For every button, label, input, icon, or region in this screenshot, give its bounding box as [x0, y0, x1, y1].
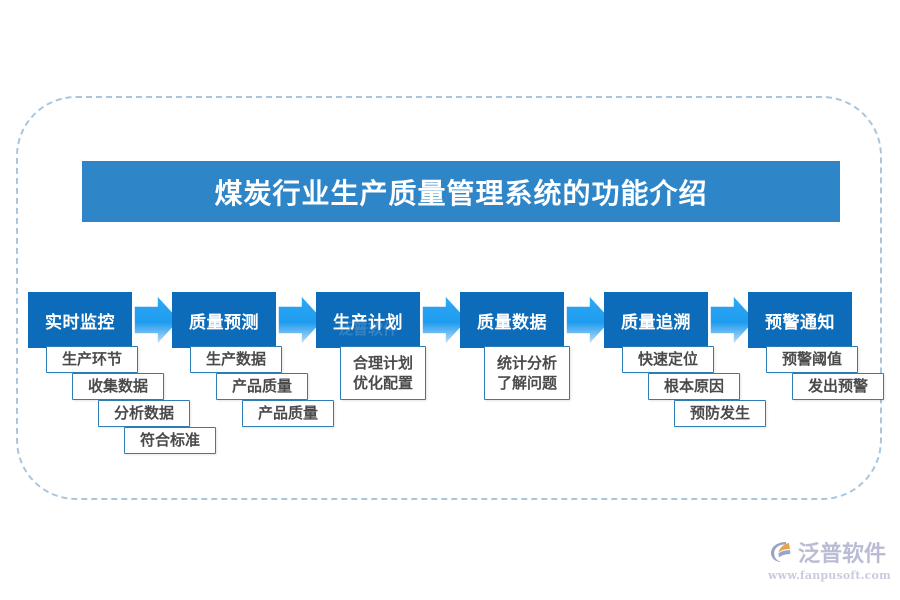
flow-detail-chip[interactable]: 收集数据 [72, 373, 164, 400]
flow-detail-text: 产品质量 [231, 377, 292, 396]
flow-step-label: 质量追溯 [621, 312, 691, 333]
flow-detail-chip[interactable]: 合理计划优化配置 [340, 346, 426, 400]
flow-detail-text: 了解问题 [496, 374, 557, 392]
flow-detail-text: 生产环节 [61, 350, 122, 369]
fanpu-mark-icon [771, 542, 791, 562]
flow-detail-chip[interactable]: 统计分析了解问题 [484, 346, 570, 400]
flow-detail-chip[interactable]: 预警阈值 [766, 346, 858, 373]
flow-step-label: 生产计划 [333, 312, 403, 333]
flow-detail-text: 符合标准 [139, 431, 200, 450]
flow-step-header-quality-traceability[interactable]: 质量追溯 [604, 292, 708, 348]
flow-detail-text: 生产数据 [205, 350, 266, 369]
flow-step-label: 质量预测 [189, 312, 259, 333]
logo-text: 泛普软件 [798, 542, 887, 567]
flow-detail-text: 收集数据 [87, 377, 148, 396]
flow-step-header-real-time-monitoring[interactable]: 实时监控 [28, 292, 132, 348]
flow-detail-text: 预警阈值 [781, 350, 842, 369]
flow-step-header-quality-data[interactable]: 质量数据 [460, 292, 564, 348]
flow-detail-text: 分析数据 [113, 404, 174, 423]
flow-step-header-quality-forecast[interactable]: 质量预测 [172, 292, 276, 348]
flow-detail-text: 合理计划 [352, 353, 413, 372]
right-arrow-icon [421, 292, 470, 348]
flow-detail-text: 快速定位 [637, 350, 698, 369]
flow-step-header-production-plan[interactable]: 生产计划 [316, 292, 420, 348]
flow-detail-chip[interactable]: 根本原因 [648, 373, 740, 400]
flow-detail-text: 根本原因 [663, 377, 724, 396]
flow-step-label: 实时监控 [45, 312, 115, 333]
flow-detail-chip[interactable]: 预防发生 [674, 400, 766, 427]
flow-step-label: 预警通知 [765, 312, 835, 333]
flow-detail-chip[interactable]: 符合标准 [124, 427, 216, 454]
flow-detail-text: 优化配置 [352, 374, 413, 392]
flow-step-header-early-warning-notice[interactable]: 预警通知 [748, 292, 852, 348]
flow-detail-text: 发出预警 [807, 377, 868, 396]
flow-detail-chip[interactable]: 生产环节 [46, 346, 138, 373]
title-banner: 煤炭行业生产质量管理系统的功能介绍 [82, 161, 840, 222]
right-arrow-icon [133, 292, 182, 348]
flow-detail-chip[interactable]: 产品质量 [216, 373, 308, 400]
flow-detail-chip[interactable]: 发出预警 [792, 373, 884, 400]
flow-detail-chip[interactable]: 快速定位 [622, 346, 714, 373]
flow-detail-text: 统计分析 [496, 353, 557, 372]
flow-detail-chip[interactable]: 产品质量 [242, 400, 334, 427]
flow-step-label: 质量数据 [477, 312, 547, 333]
brand-logo: 泛普软件 www.fanpusoft.com [768, 536, 891, 586]
right-arrow-icon [565, 292, 614, 348]
flow-detail-chip[interactable]: 分析数据 [98, 400, 190, 427]
right-arrow-icon [709, 292, 758, 348]
flow-detail-chip[interactable]: 生产数据 [190, 346, 282, 373]
page-title: 煤炭行业生产质量管理系统的功能介绍 [214, 176, 708, 210]
flow-detail-text: 预防发生 [689, 404, 750, 423]
right-arrow-icon [277, 292, 326, 348]
logo-url: www.fanpusoft.com [768, 569, 891, 582]
flow-detail-text: 产品质量 [257, 404, 318, 423]
